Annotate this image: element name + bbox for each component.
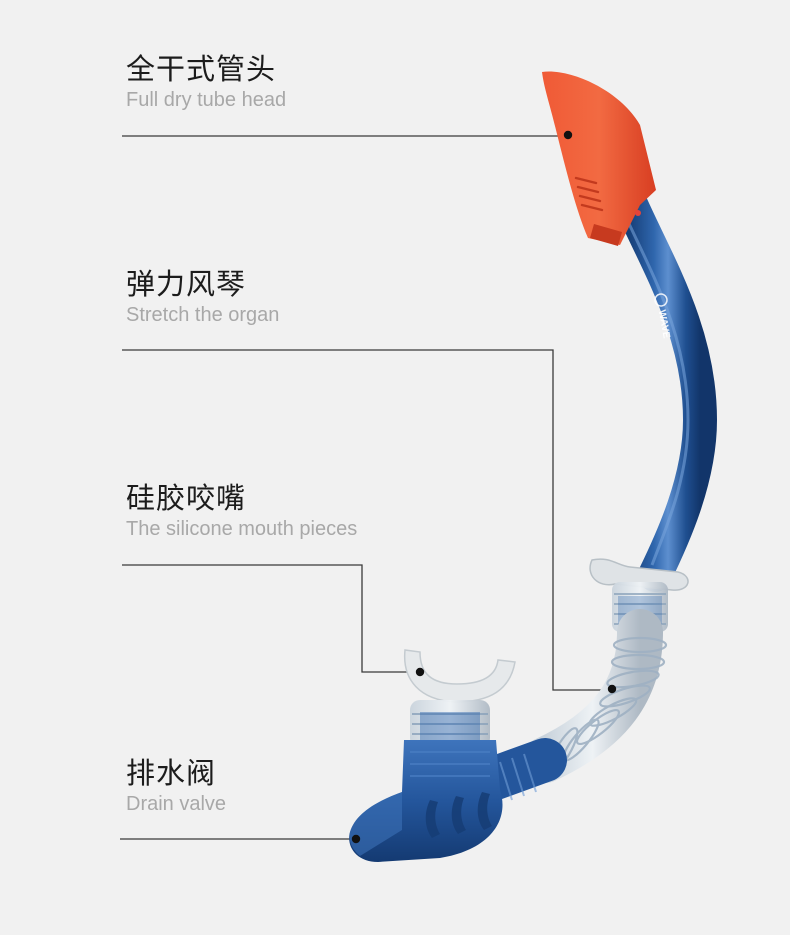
valve-grip-ridges [425,792,492,838]
leader-line-organ [122,349,612,691]
label-mouthpiece-cn: 硅胶咬嘴 [126,481,247,515]
leader-lines [120,135,612,840]
leader-line-mouthpiece [122,564,420,673]
silicone-mouthpiece [403,649,516,748]
label-mouthpiece: 硅胶咬嘴 The silicone mouth pieces [126,481,357,541]
lower-tube-ribs [499,753,537,801]
label-mouthpiece-en: The silicone mouth pieces [126,518,358,540]
label-drain-valve: 排水阀 Drain valve [126,756,226,816]
tube-red-marker [635,210,641,216]
label-organ-cn: 弹力风琴 [126,267,247,301]
drain-valve [349,740,503,862]
organ-leader-dot [607,684,617,694]
main-tube [612,183,718,592]
valve-leader-dot [351,834,361,844]
tube-highlight [623,214,690,566]
head-leader-dot [563,130,573,140]
label-organ: 弹力风琴 Stretch the organ [126,267,279,327]
label-organ-en: Stretch the organ [126,304,280,326]
label-drain-valve-cn: 排水阀 [126,756,217,790]
label-drain-valve-en: Drain valve [126,793,227,815]
flex-organ-section [522,609,668,783]
dry-tube-head [542,71,656,246]
label-dry-head: 全干式管头 Full dry tube head [126,52,286,112]
wave-logo-text: WAVE [656,309,672,340]
head-vent-slots [574,176,604,212]
label-dry-head-cn: 全干式管头 [126,52,277,86]
wave-logo: WAVE [654,293,672,340]
mouthpiece-leader-dot [415,667,425,677]
label-dry-head-en: Full dry tube head [126,89,287,111]
tube-clip [589,558,689,591]
lower-tube [468,738,567,802]
